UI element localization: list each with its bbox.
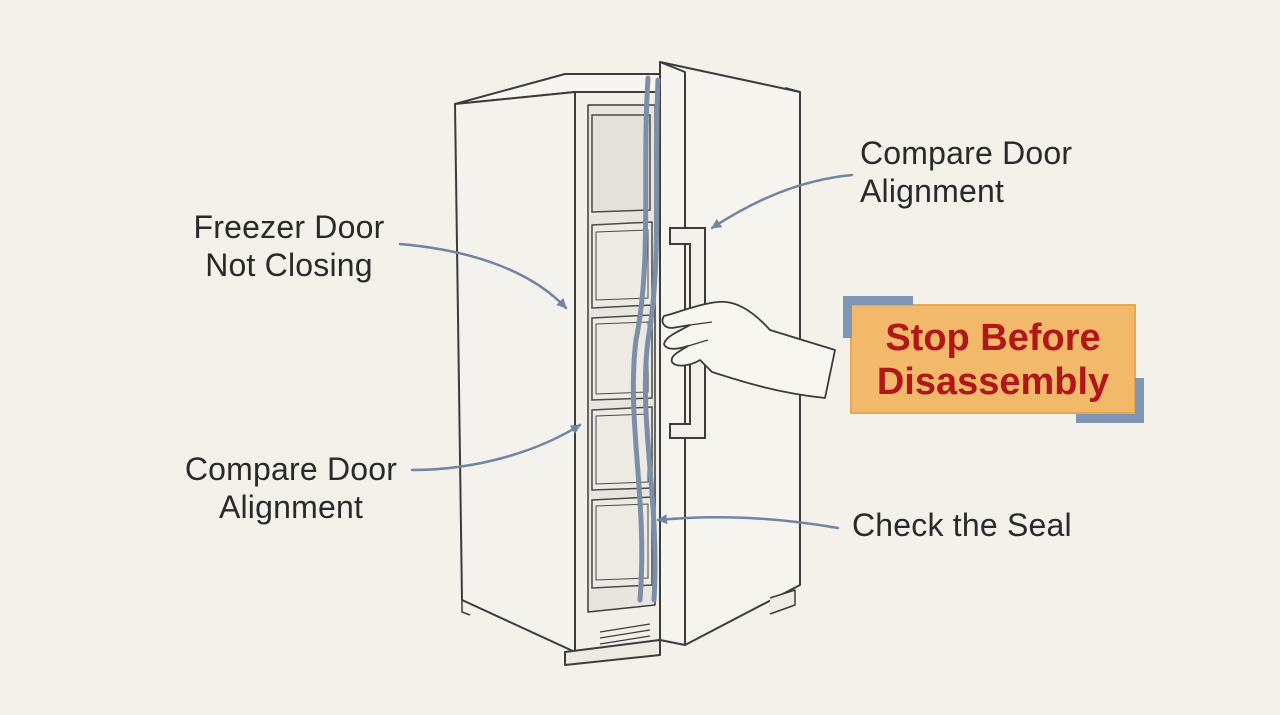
label-line: Not Closing [205, 247, 373, 283]
door-seal [630, 75, 661, 603]
label-line: Freezer Door [193, 209, 385, 245]
label-line: Compare Door [184, 451, 398, 487]
label-compare-door-alignment-left: Compare Door Alignment [178, 450, 404, 526]
hand-pulling-handle [661, 300, 836, 399]
corner-accent-bottom-right [1076, 414, 1144, 423]
warning-line: Stop Before [885, 317, 1101, 359]
corner-accent-bottom-right [1135, 378, 1144, 423]
label-line: Compare Door [860, 135, 1073, 171]
label-line: Alignment [218, 489, 364, 525]
callout-arrows [398, 173, 854, 530]
arrow-compare-left [410, 423, 582, 472]
arrow-compare-right [710, 173, 854, 230]
label-freezer-door-not-closing: Freezer Door Not Closing [180, 208, 398, 284]
label-compare-door-alignment-right: Compare Door Alignment [860, 134, 1120, 210]
corner-accent-top-left [843, 296, 852, 338]
arrow-freezer-door [398, 242, 568, 310]
corner-accent-top-left [843, 296, 913, 305]
warning-callout: Stop Before Disassembly [850, 304, 1136, 414]
warning-text: Stop Before Disassembly [852, 316, 1134, 404]
label-line: Check the Seal [852, 507, 1072, 543]
door-handle [669, 227, 706, 439]
arrow-check-seal [656, 514, 840, 530]
warning-line: Disassembly [876, 361, 1110, 403]
label-check-the-seal: Check the Seal [852, 506, 1112, 544]
label-line: Alignment [860, 173, 1005, 209]
